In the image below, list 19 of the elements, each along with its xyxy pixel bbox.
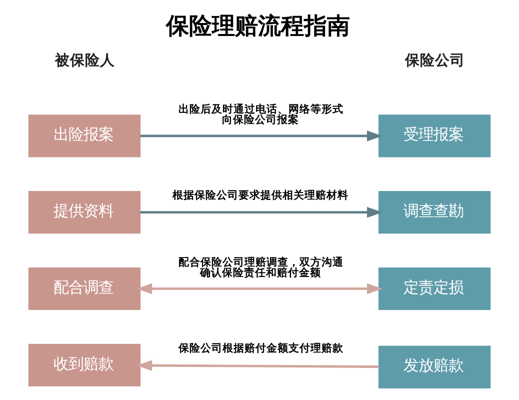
node-box: 配合调查 [28,267,141,310]
node-box: 受理报案 [378,114,491,158]
edge-label: 出险后及时通过电话、网络等形式向保险公司报案 [178,102,344,126]
edge-label: 保险公司根据赔付金额支付理赔款 [178,341,344,354]
arrow [140,206,382,218]
label: 被保险人 [54,52,115,69]
label: 保险公司 [405,52,466,69]
edge-label: 根据保险公司要求提供相关理赔材料 [172,188,348,202]
node-box: 收到赔款 [28,344,141,386]
node-box: 出险报案 [28,114,141,158]
arrow [140,130,382,142]
edge-label: 配合保险公司理赔调查，双方沟通确认保险责任和赔付金额 [178,255,344,279]
arrow [136,360,379,371]
node-box: 定责定损 [378,267,491,310]
node-box: 提供资料 [28,191,141,234]
arrow [136,283,382,294]
node-box: 发放赔款 [378,346,491,388]
diagram-title: 保险理赔流程指南 [166,12,350,40]
node-box: 调查查勘 [378,191,491,234]
